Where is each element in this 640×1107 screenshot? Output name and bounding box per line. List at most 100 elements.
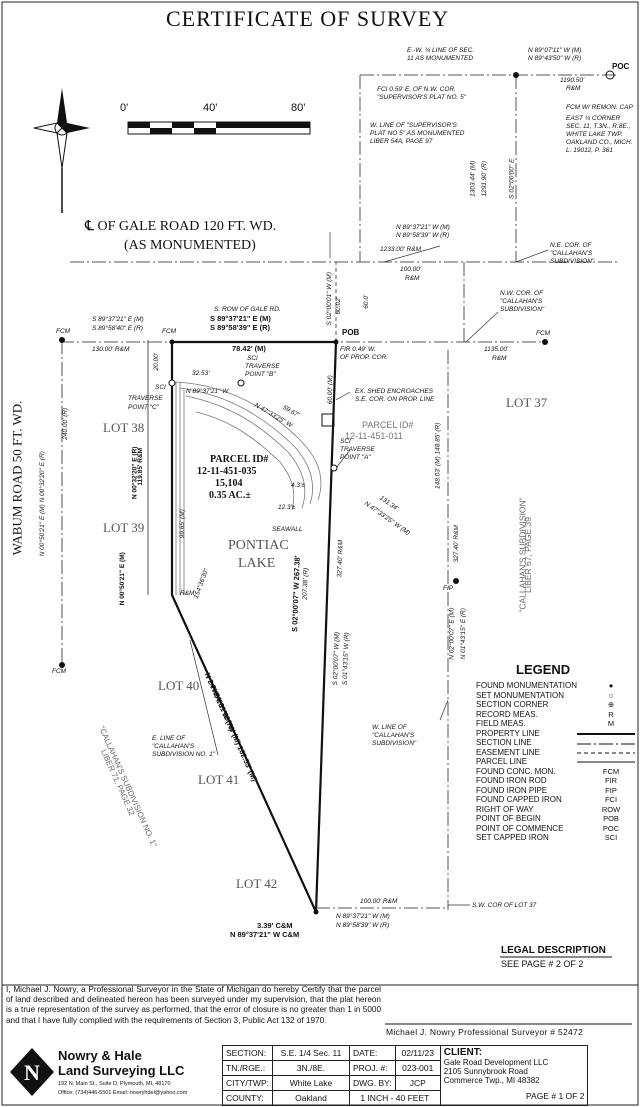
left-bearing-r: S 89°58'40" E (R) bbox=[92, 325, 143, 332]
top-bearing-m: N 89°37'21" W (M) bbox=[396, 224, 450, 231]
seawall-label: SEAWALL bbox=[272, 526, 303, 533]
shed-note-2: S.E. COR. ON PROP. LINE bbox=[355, 396, 435, 403]
dist-100-top: 100.00' bbox=[400, 266, 422, 273]
tb-client-key: CLIENT: bbox=[443, 1047, 483, 1058]
tb-client-line2: 2105 Sunnybrook Road bbox=[443, 1067, 528, 1076]
tb-section-value: S.E. 1/4 Sec. 11 bbox=[271, 1045, 350, 1061]
legend-item: RIGHT OF WAY bbox=[476, 804, 534, 814]
legend-item: EASEMENT LINE bbox=[476, 747, 540, 757]
fcm-label-4: FCM bbox=[52, 668, 67, 675]
wabum-bearing: N 00°50'21" E (M) N 00°32'20" E (R) bbox=[38, 451, 46, 557]
parcel-area-sf: 15,104 bbox=[215, 478, 243, 489]
bottom-bearing: N 89°37'21" W C&M bbox=[230, 930, 300, 939]
tb-page-value: PAGE # 1 OF 2 bbox=[526, 1091, 585, 1101]
legend-symbol: FIP bbox=[605, 785, 617, 795]
legend-item: SECTION LINE bbox=[476, 738, 532, 747]
fcm-note-6: L. 19012, P. 361 bbox=[566, 147, 613, 154]
legend-symbol: ROW bbox=[601, 804, 621, 814]
fip-bearing-1: N 02°00'07" E (M) bbox=[448, 607, 456, 660]
gale-road-monumented: (AS MONUMENTED) bbox=[124, 238, 256, 253]
fir-note-2: OF PROP. COR. bbox=[340, 354, 389, 361]
legend-symbol: ○ bbox=[608, 690, 614, 700]
legend-item: FOUND IRON ROD bbox=[476, 776, 547, 785]
legend-symbol: POC bbox=[602, 823, 620, 833]
nw-cor-1: N.W. COR. OF bbox=[500, 290, 544, 297]
fcm-note-2: EAST ¼ CORNER bbox=[566, 115, 621, 122]
legend-symbol bbox=[600, 748, 622, 758]
title-block: SECTION: S.E. 1/4 Sec. 11 DATE: 02/11/23… bbox=[222, 1045, 588, 1106]
legend-symbol: ⊕ bbox=[607, 700, 615, 709]
property-boundary bbox=[170, 340, 338, 913]
left-lot-bearing-m: N 00°50'21" E (M) bbox=[118, 552, 126, 606]
sci-b-3: POINT "B" bbox=[245, 371, 276, 378]
south-row-bearing-r: S 89°58'39" E (R) bbox=[210, 323, 271, 332]
legend-item: FOUND MONUMENTATION bbox=[476, 681, 578, 690]
legend-symbol: FCI bbox=[604, 795, 618, 804]
dist-9965: 99.65' (M) bbox=[178, 509, 186, 539]
legend-symbol bbox=[600, 757, 622, 767]
fip-label: FIP bbox=[443, 585, 454, 592]
dist-20738: 207.38' (R) bbox=[301, 567, 310, 600]
w-line-callahan-3: SUBDIVISION" bbox=[372, 740, 417, 747]
lot-39: LOT 39 bbox=[103, 520, 145, 535]
scale-label-0: 0' bbox=[120, 102, 129, 114]
legal-text: SEE PAGE # 2 OF 2 bbox=[501, 959, 584, 969]
legend-symbol: SCI bbox=[604, 833, 618, 842]
tb-section-key: SECTION: bbox=[222, 1045, 273, 1061]
dist-20: 20.00' bbox=[153, 352, 161, 371]
vert-1303: 1303.44' (M) bbox=[469, 160, 477, 197]
sci-c-3: POINT "C" bbox=[128, 404, 159, 411]
legend-symbol: POB bbox=[603, 814, 619, 823]
legend-symbol: FCM bbox=[602, 766, 620, 776]
dist-43: 4.3'± bbox=[291, 482, 305, 489]
ew-bearing-r: N 89°43'50" W (R) bbox=[528, 55, 582, 62]
scale-bar bbox=[127, 121, 311, 135]
shed-note-1: EX. SHED ENCROACHES bbox=[355, 388, 434, 395]
legend-item: PARCEL LINE bbox=[476, 757, 528, 766]
parcel-id: 12-11-451-035 bbox=[197, 466, 257, 477]
legend-item: POINT OF COMMENCE bbox=[476, 823, 564, 833]
e-line-1: E. LINE OF bbox=[152, 735, 186, 742]
legend-symbol: R bbox=[608, 709, 614, 719]
tb-date-value: 02/11/23 bbox=[394, 1045, 441, 1061]
wabum-road-label: WABUM ROAD 50 FT. WD. bbox=[9, 400, 25, 556]
tb-tn-value: 3N./8E. bbox=[271, 1060, 350, 1076]
lake-shoreline bbox=[175, 381, 322, 595]
company-address: 192 N. Main St., Suite D, Plymouth, MI, … bbox=[58, 1081, 171, 1087]
lot-38: LOT 38 bbox=[103, 420, 145, 435]
bot-bearing-r: N 89°58'39" W (R) bbox=[336, 922, 390, 929]
adjacent-parcel-label: PARCEL ID# bbox=[362, 420, 414, 430]
sci-c-1: SCI bbox=[155, 384, 166, 391]
dist-32740b: 327.40' R&M bbox=[452, 525, 460, 563]
poc-label: POC bbox=[612, 62, 630, 71]
fir-note-1: FIR 0.49' W. bbox=[340, 346, 376, 353]
legend-item: FIELD MEAS. bbox=[476, 719, 526, 728]
top-bearing-r: N 89°58'39" W (R) bbox=[396, 232, 450, 239]
tb-tn-key: TN./RGE.: bbox=[222, 1060, 273, 1076]
company-contact: Office: (734)446-5501 Email: nowryhdel@y… bbox=[58, 1090, 188, 1096]
bot-bearing-m: N 89°37'21" W (M) bbox=[336, 913, 390, 920]
adjacent-parcel-id: 12-11-451-011 bbox=[345, 431, 403, 441]
lake-label-2: LAKE bbox=[238, 556, 276, 571]
dist-32740: 327.40' R&M bbox=[336, 539, 345, 578]
ew-dist-rm: R&M bbox=[566, 85, 581, 92]
dist-60-right: 60.0' bbox=[363, 294, 371, 309]
e-line-3: SUBDIVISION NO. 1" bbox=[152, 751, 215, 758]
dist-100b: 100.00' R&M bbox=[360, 898, 398, 905]
dist-100-top-rm: R&M bbox=[405, 275, 420, 282]
shed-outline bbox=[321, 413, 335, 427]
legend-item: FOUND IRON PIPE bbox=[476, 785, 548, 795]
sw-cor-label: S.W. COR OF LOT 37 bbox=[472, 902, 537, 909]
dist-7842: 78.42' (M) bbox=[232, 344, 266, 353]
nw-cor-3: SUBDIVISION" bbox=[500, 306, 545, 313]
ne-cor-3: SUBDIVISION" bbox=[550, 258, 595, 265]
fcm-label-2: FCM bbox=[56, 328, 71, 335]
ne-cor-2: "CALLAHAN'S bbox=[550, 250, 593, 257]
sci-a-2: TRAVERSE bbox=[340, 446, 375, 453]
legend-item: SECTION CORNER bbox=[476, 700, 549, 709]
page-title: CERTIFICATE OF SURVEY bbox=[166, 6, 450, 31]
left-bearing-m: S 89°37'21" E (M) bbox=[92, 316, 144, 323]
dist-1135: 1135.00' bbox=[484, 346, 509, 353]
